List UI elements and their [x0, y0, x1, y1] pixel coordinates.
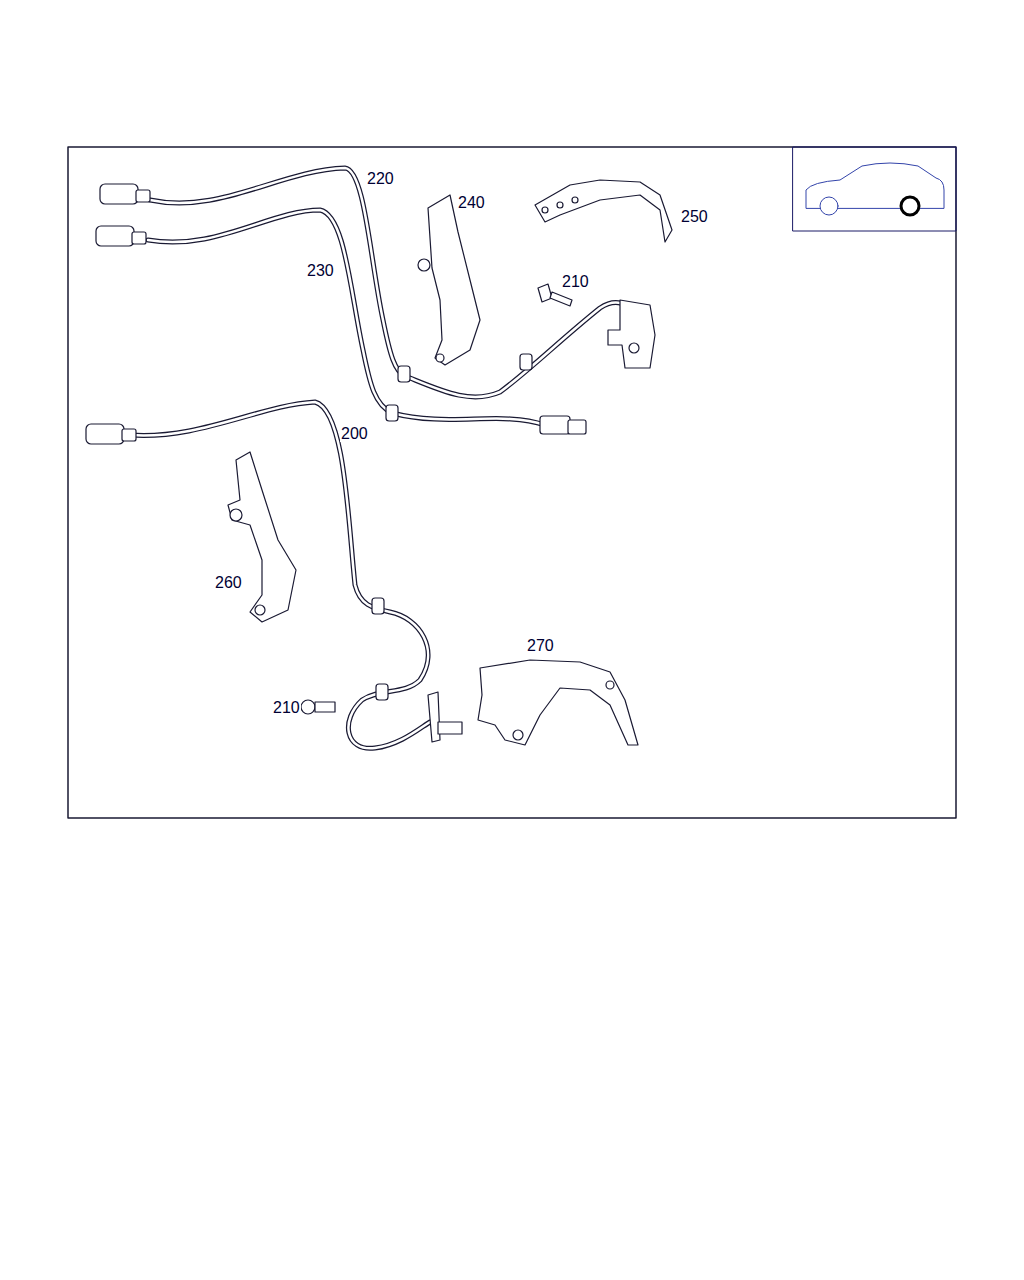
car-inset — [793, 147, 956, 231]
callout-number: 210 — [561, 274, 590, 290]
bolts — [301, 284, 572, 714]
callout-number: 200 — [340, 426, 369, 442]
callout-number: 250 — [680, 209, 709, 225]
callout-number: 260 — [214, 575, 243, 591]
callout-number: 220 — [366, 171, 395, 187]
callout-number: 230 — [306, 263, 335, 279]
callout-number: 270 — [526, 638, 555, 654]
callout-number: 210 — [272, 700, 301, 716]
frame — [68, 147, 956, 818]
callout-number: 240 — [457, 195, 486, 211]
mounting-brackets — [228, 180, 672, 745]
sensor-cables — [86, 168, 655, 748]
